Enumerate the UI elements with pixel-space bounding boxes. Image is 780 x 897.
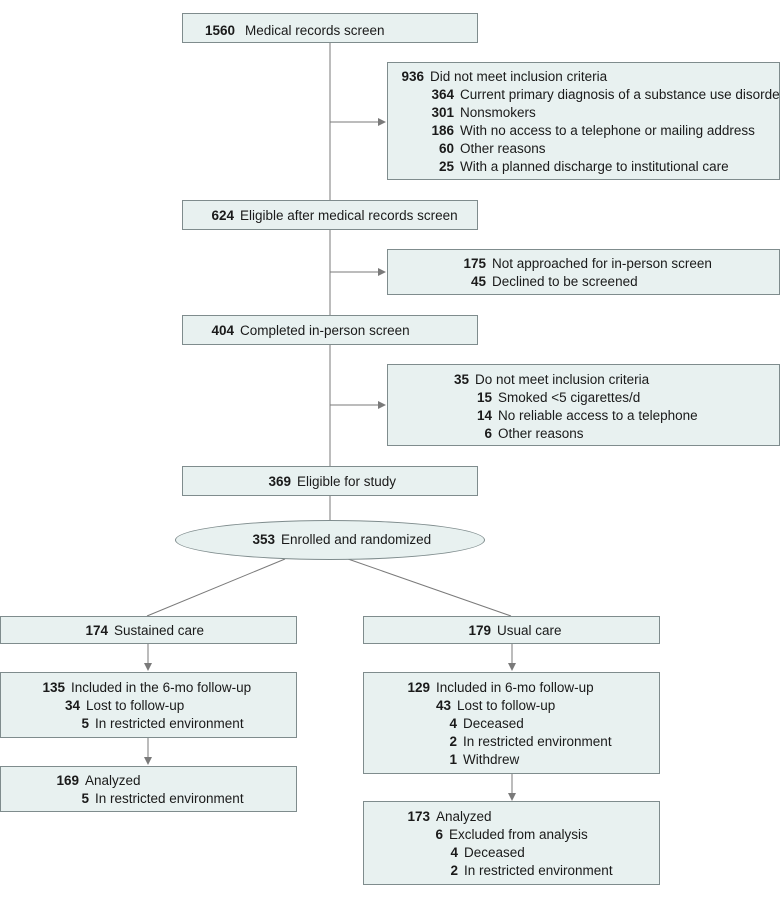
- count-value: 175: [463, 256, 486, 271]
- count-value: 1: [449, 752, 457, 767]
- count-value: 43: [435, 698, 451, 713]
- count-value: 174: [85, 623, 108, 638]
- excluded1-box: 936 Did not meet inclusion criteria 364 Cur…: [387, 62, 780, 180]
- count-label: Deceased: [464, 845, 525, 860]
- count-label: Not approached for in-person screen: [492, 256, 712, 271]
- count-value: 2: [449, 734, 457, 749]
- count-label: Did not meet inclusion criteria: [430, 69, 608, 84]
- count-label: Lost to follow-up: [457, 698, 556, 713]
- count-label: Declined to be screened: [492, 274, 638, 289]
- count-value: 936: [401, 69, 424, 84]
- count-label: Sustained care: [114, 623, 205, 638]
- count-value: 35: [453, 372, 469, 387]
- count-label: Lost to follow-up: [86, 698, 185, 713]
- usual-box: 179 Usual care: [363, 616, 660, 644]
- count-value: 25: [438, 159, 454, 174]
- sustained-an-box: 169 Analyzed 5 In restricted environment: [0, 766, 297, 812]
- screen-box: 1560 Medical records screen: [182, 13, 478, 43]
- count-label: Enrolled and randomized: [281, 532, 432, 547]
- count-value: 173: [407, 809, 430, 824]
- count-value: 404: [211, 323, 234, 338]
- count-label: Completed in-person screen: [240, 323, 410, 338]
- count-label: Deceased: [463, 716, 524, 731]
- count-label: No reliable access to a telephone: [498, 408, 698, 423]
- count-label: Excluded from analysis: [449, 827, 588, 842]
- randomized-ellipse: 353 Enrolled and randomized: [175, 520, 485, 560]
- usual-an-box: 173 Analyzed 6 Excluded from analysis 4 Decea…: [363, 801, 660, 885]
- count-label: Analyzed: [85, 773, 141, 788]
- count-value: 4: [450, 845, 458, 860]
- count-label: Current primary diagnosis of a substance…: [460, 87, 780, 102]
- count-value: 5: [81, 716, 89, 731]
- sustained-fu-box: 135 Included in the 6-mo follow-up 34 Lost …: [0, 672, 297, 738]
- count-label: In restricted environment: [464, 863, 613, 878]
- count-value: 353: [252, 532, 275, 547]
- count-label: Eligible after medical records screen: [240, 208, 458, 223]
- count-value: 169: [56, 773, 79, 788]
- eligible1-box: 624 Eligible after medical records screen: [182, 200, 478, 230]
- count-value: 4: [449, 716, 457, 731]
- count-value: 186: [431, 123, 454, 138]
- count-value: 2: [450, 863, 458, 878]
- count-label: Eligible for study: [297, 474, 397, 489]
- count-label: Do not meet inclusion criteria: [475, 372, 650, 387]
- count-label: Usual care: [497, 623, 562, 638]
- count-value: 60: [438, 141, 454, 156]
- count-label: Other reasons: [460, 141, 546, 156]
- count-label: In restricted environment: [463, 734, 612, 749]
- count-value: 6: [435, 827, 443, 842]
- usual-fu-box: 129 Included in 6-mo follow-up 43 Lost to f…: [363, 672, 660, 774]
- count-label: Included in 6-mo follow-up: [436, 680, 594, 695]
- eligible2-box: 369 Eligible for study: [182, 466, 478, 496]
- count-value: 5: [81, 791, 89, 806]
- inperson-box: 404 Completed in-person screen: [182, 315, 478, 345]
- count-value: 369: [268, 474, 291, 489]
- count-value: 179: [468, 623, 491, 638]
- count-value: 34: [64, 698, 80, 713]
- count-label: Nonsmokers: [460, 105, 536, 120]
- count-label: Other reasons: [498, 426, 584, 441]
- count-value: 364: [431, 87, 454, 102]
- count-label: In restricted environment: [95, 716, 244, 731]
- count-label: Analyzed: [436, 809, 492, 824]
- count-label: Included in the 6-mo follow-up: [71, 680, 252, 695]
- count-label: With a planned discharge to institutiona…: [460, 159, 729, 174]
- excluded2-box: 175 Not approached for in-person screen 45…: [387, 249, 780, 295]
- count-label: Withdrew: [463, 752, 520, 767]
- split-line-usual: [347, 558, 512, 617]
- count-value: 624: [211, 208, 234, 223]
- count-value: 6: [484, 426, 492, 441]
- excluded3-box: 35 Do not meet inclusion criteria 15 Smoked…: [387, 364, 780, 446]
- count-label: With no access to a telephone or mailing…: [460, 123, 755, 138]
- count-label: Smoked <5 cigarettes/d: [498, 390, 641, 405]
- count-value: 14: [476, 408, 492, 423]
- count-value: 129: [407, 680, 430, 695]
- count-label: Medical records screen: [245, 23, 385, 38]
- split-line-sustained: [146, 558, 286, 617]
- count-value: 135: [42, 680, 65, 695]
- count-label: In restricted environment: [95, 791, 244, 806]
- sustained-box: 174 Sustained care: [0, 616, 297, 644]
- count-value: 301: [431, 105, 454, 120]
- count-value: 45: [470, 274, 486, 289]
- count-value: 1560: [204, 23, 235, 38]
- count-value: 15: [476, 390, 492, 405]
